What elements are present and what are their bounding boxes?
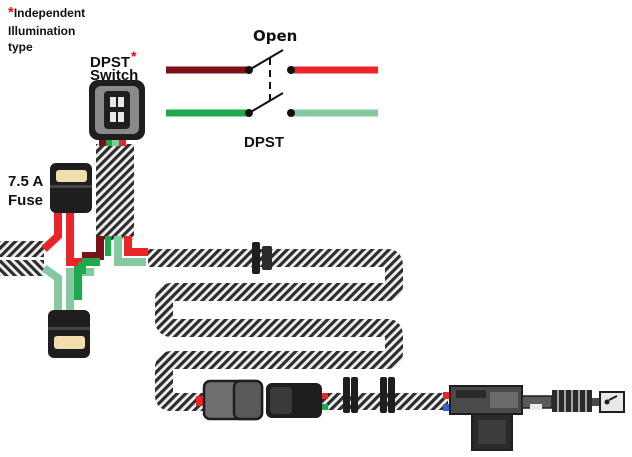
switch-blade bbox=[248, 49, 284, 71]
switch-blade bbox=[248, 92, 284, 114]
harness-stub bbox=[0, 241, 44, 257]
switch-label-line-2: Switch bbox=[90, 67, 139, 84]
contact-dot bbox=[287, 109, 295, 117]
switch-label-line-1: DPST bbox=[90, 54, 131, 71]
illumination-note: *Independent bbox=[8, 4, 86, 21]
note-line-3: type bbox=[8, 40, 33, 54]
switch-label: DPST* bbox=[90, 48, 136, 71]
switch-harness bbox=[96, 144, 134, 240]
fuse-label-line-2: Fuse bbox=[8, 192, 44, 209]
schematic-state-label: Open bbox=[253, 27, 298, 45]
wire-stub-red bbox=[322, 393, 328, 399]
grommet bbox=[252, 242, 272, 274]
harness-clips bbox=[343, 377, 395, 413]
fuse-label-line-1: 7.5 A bbox=[8, 173, 44, 190]
note-asterisk: * bbox=[8, 4, 14, 21]
rocker-switch-icon bbox=[89, 80, 145, 140]
inline-connector bbox=[196, 379, 322, 421]
note-line-1: Independent bbox=[13, 6, 86, 20]
dpst-schematic bbox=[166, 49, 378, 117]
blade-fuse-icon bbox=[48, 163, 92, 358]
schematic-type-label: DPST bbox=[244, 134, 285, 151]
contact-dot bbox=[287, 66, 295, 74]
main-harness bbox=[148, 249, 403, 411]
harness-stub bbox=[0, 260, 44, 276]
note-line-2: Illumination bbox=[8, 24, 76, 38]
door-lock-actuator-icon bbox=[443, 385, 625, 451]
wire-stub-green bbox=[322, 404, 328, 410]
switch-wires bbox=[74, 136, 148, 300]
switch-asterisk: * bbox=[131, 48, 137, 64]
